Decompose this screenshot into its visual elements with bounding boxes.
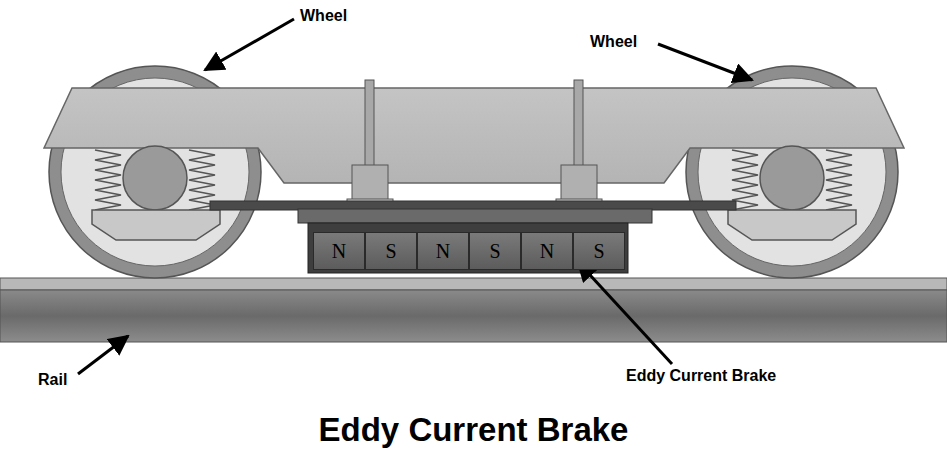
pole-letter: S: [385, 241, 396, 261]
diagram-title: Eddy Current Brake: [319, 410, 629, 450]
pole-letter: N: [540, 241, 554, 261]
brake-housing: [298, 209, 652, 273]
part-label: Eddy Current Brake: [626, 366, 776, 385]
suspension-spring: [95, 150, 852, 210]
leader-arrow: [78, 19, 752, 374]
brake-hanger: [347, 80, 602, 208]
magnet-pole: S: [469, 232, 521, 270]
rail-label: Rail: [38, 370, 67, 389]
wheel-label: Wheel: [300, 6, 347, 25]
pole-letter: N: [436, 241, 450, 261]
axle-box: [123, 146, 824, 210]
magnet-pole: N: [521, 232, 573, 270]
pole-letter: S: [593, 241, 604, 261]
rail: [0, 278, 947, 342]
magnet-pole: N: [417, 232, 469, 270]
magnet-pole: S: [573, 232, 625, 270]
suspension-spring: [95, 150, 121, 210]
pole-letter: S: [489, 241, 500, 261]
suspension-spring: [826, 150, 852, 210]
wheel-label: Wheel: [590, 32, 637, 51]
magnet-pole: N: [313, 232, 365, 270]
magnet-pole: S: [365, 232, 417, 270]
pole-letter: N: [332, 241, 346, 261]
